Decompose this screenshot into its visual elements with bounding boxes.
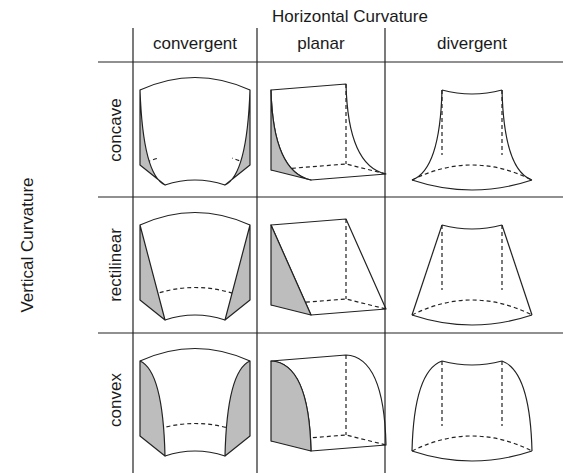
- planar-concave-shape: [271, 84, 386, 180]
- axis-title: Horizontal Curvature: [272, 8, 428, 27]
- divergent-concave-shape: [412, 90, 532, 190]
- divergent-rectilinear-shape: [412, 225, 532, 325]
- table-grid: [98, 28, 563, 473]
- convergent-rectilinear-shape: [140, 213, 250, 321]
- row-header: rectilinear: [107, 228, 126, 302]
- column-header: divergent: [437, 35, 507, 54]
- convergent-concave-shape: [140, 78, 250, 186]
- planar-convex-shape: [271, 355, 386, 451]
- divergent-convex-shape: [412, 361, 532, 461]
- row-header: concave: [107, 98, 126, 161]
- axis-title: Vertical Curvature: [19, 177, 38, 312]
- planar-rectilinear-shape: [271, 219, 386, 315]
- column-header: planar: [297, 35, 344, 54]
- column-header: convergent: [153, 35, 237, 54]
- row-header: convex: [107, 373, 126, 427]
- convergent-convex-shape: [140, 349, 250, 457]
